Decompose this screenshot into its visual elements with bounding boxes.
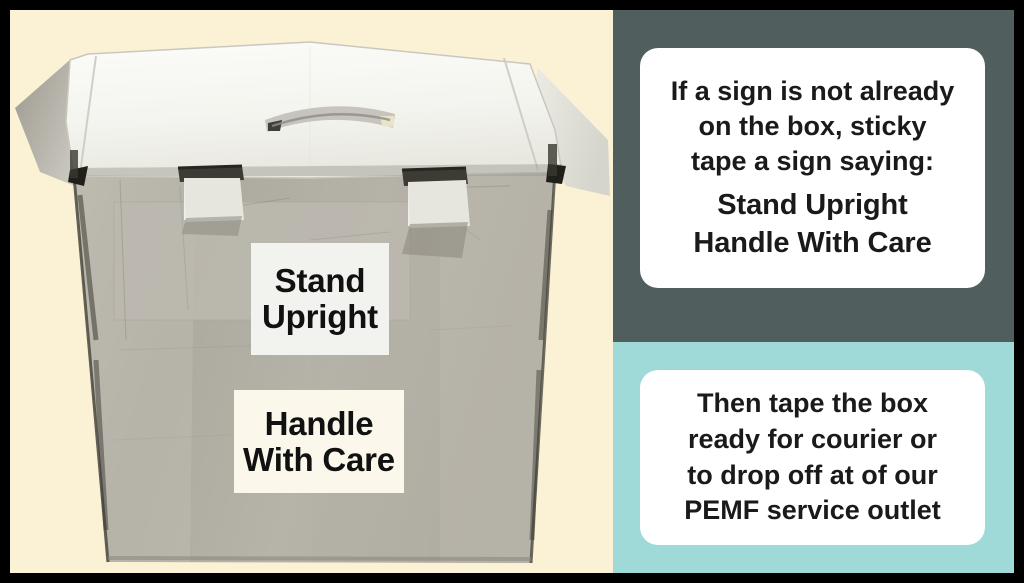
sign-instruction-panel: If a sign is not already on the box, sti… [613, 10, 1014, 342]
sign-instruction-card: If a sign is not already on the box, sti… [640, 48, 985, 288]
box-sign-handle-with-care: Handle With Care [234, 390, 404, 493]
sign-intro-line-1: If a sign is not already [670, 75, 955, 106]
box-sign-handle-with-care-line-1: Handle [264, 404, 374, 442]
sign-instruction-emphasis: Stand Upright Handle With Care [693, 187, 931, 262]
box-sign-handle-with-care-line-2: With Care [243, 440, 395, 478]
tape-line-3: to drop off at of our [687, 459, 938, 490]
tape-instruction-panel: Then tape the box ready for courier or t… [613, 342, 1014, 573]
tape-line-4: PEMF service outlet [684, 495, 941, 526]
sign-intro-line-3: tape a sign saying: [690, 145, 935, 176]
instruction-column: If a sign is not already on the box, sti… [613, 10, 1014, 573]
box-sign-stand-upright: Stand Upright [251, 243, 389, 355]
sign-emphasis-line-2: Handle With Care [693, 226, 932, 259]
box-photo-panel: Stand Upright Handle With Care [10, 10, 613, 573]
sign-intro-line-2: on the box, sticky [698, 110, 927, 141]
box-sign-stand-upright-line-1: Stand [274, 262, 366, 300]
sign-instruction-intro: If a sign is not already on the box, sti… [671, 74, 955, 179]
tape-line-1: Then tape the box [696, 388, 929, 419]
tape-instruction-card: Then tape the box ready for courier or t… [640, 370, 985, 545]
sign-emphasis-line-1: Stand Upright [717, 188, 908, 221]
tape-line-2: ready for courier or [687, 423, 938, 454]
box-sign-stand-upright-line-2: Upright [262, 298, 378, 335]
